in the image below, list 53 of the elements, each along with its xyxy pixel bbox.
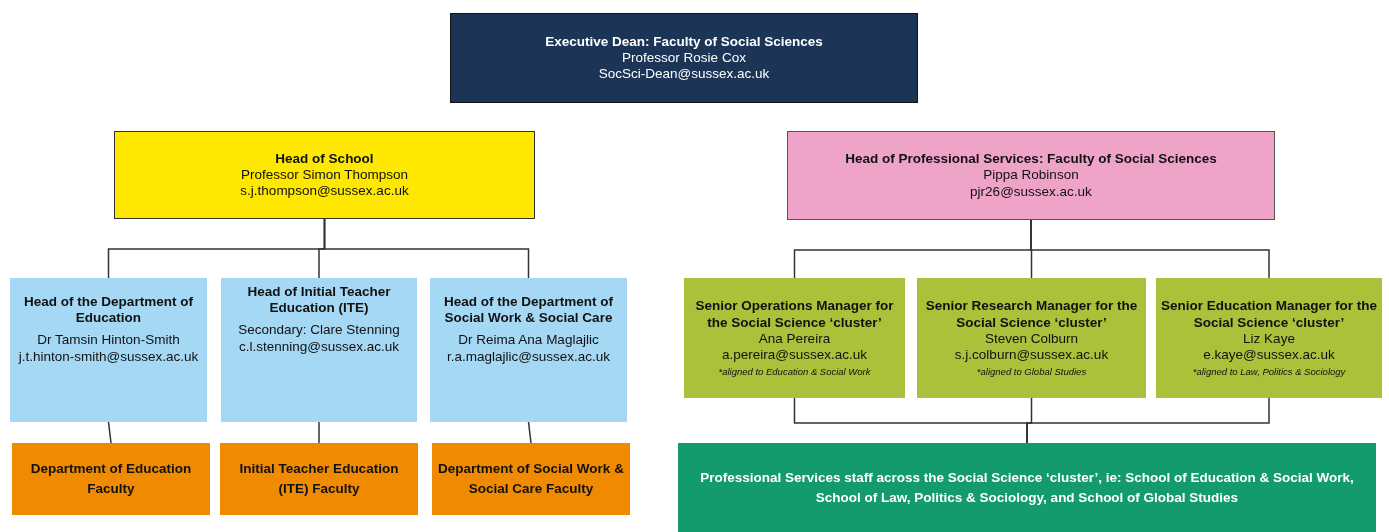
- team-box: [12, 443, 210, 515]
- connector-line: [1026, 397, 1270, 444]
- person-name: Professor Rosie Cox: [622, 49, 746, 67]
- email: s.j.thompson@sussex.ac.uk: [240, 183, 409, 200]
- manager-box: [1156, 278, 1382, 398]
- person-name: Dr Reima Ana Maglajlic: [458, 332, 599, 349]
- email: e.kaye@sussex.ac.uk: [1203, 347, 1335, 364]
- person-name: Steven Colburn: [984, 330, 1079, 347]
- connector-line: [527, 421, 532, 444]
- team-box: [432, 443, 630, 515]
- email: SocSci-Dean@sussex.ac.uk: [598, 66, 770, 83]
- team-box: [678, 443, 1376, 532]
- role-title: Initial Teacher Education (ITE) Faculty: [238, 460, 400, 498]
- role-title: Executive Dean: Faculty of Social Sciences: [545, 33, 823, 50]
- person-name: Dr Tamsin Hinton-Smith: [37, 332, 180, 349]
- person-name: Pippa Robinson: [983, 167, 1079, 184]
- role-title: Department of Education Faculty: [29, 460, 193, 498]
- note: *aligned to Law, Politics & Sociology: [1192, 366, 1346, 378]
- person-name: Liz Kaye: [1243, 330, 1295, 347]
- email: pjr26@sussex.ac.uk: [970, 183, 1092, 200]
- email: c.l.stenning@sussex.ac.uk: [239, 338, 399, 355]
- note: *aligned to Education & Social Work: [718, 366, 871, 378]
- email: s.j.colburn@sussex.ac.uk: [954, 347, 1109, 364]
- role-box: [430, 278, 627, 422]
- role-title: Head of Professional Services: Faculty of Social Sciences: [845, 151, 1217, 168]
- role-box: [787, 131, 1275, 220]
- role-title: Senior Research Manager for the Social Science ‘cluster’: [924, 298, 1139, 331]
- role-title: Department of Social Work & Social Care Faculty: [437, 460, 625, 498]
- manager-box: [917, 278, 1146, 398]
- person-name: Secondary: Clare Stenning: [238, 322, 400, 339]
- role-box: [221, 278, 417, 422]
- connector-line: [318, 421, 320, 444]
- note: *aligned to Global Studies: [976, 366, 1087, 378]
- team-box: [220, 443, 418, 515]
- person-name: Professor Simon Thompson: [240, 166, 409, 184]
- role-title: Head of School: [275, 150, 374, 167]
- role-title: Senior Operations Manager for the Social Science ‘cluster’: [694, 298, 895, 331]
- role-box: [450, 13, 918, 103]
- email: j.t.hinton-smith@sussex.ac.uk: [18, 348, 199, 365]
- role-box: [10, 278, 207, 422]
- role-title: Senior Education Manager for the Social Science ‘cluster’: [1160, 298, 1378, 331]
- person-name: Ana Pereira: [758, 330, 831, 347]
- connector-line: [107, 421, 112, 444]
- role-title: Professional Services staff across the Social Science ‘cluster’, ie: School of Education & Social Work, School of Law, Politics & Sociology, and School of Global Studies: [699, 468, 1355, 507]
- email: a.pereira@sussex.ac.uk: [722, 347, 867, 364]
- role-title: Head of the Department of Social Work & Social Care: [443, 294, 614, 327]
- role-title: Head of Initial Teacher Education (ITE): [246, 284, 392, 317]
- role-box: [114, 131, 535, 219]
- role-title: Head of the Department of Education: [23, 294, 194, 327]
- manager-box: [684, 278, 905, 398]
- connector-line: [323, 218, 530, 279]
- connector-line: [1030, 219, 1270, 279]
- email: r.a.maglajlic@sussex.ac.uk: [447, 348, 610, 365]
